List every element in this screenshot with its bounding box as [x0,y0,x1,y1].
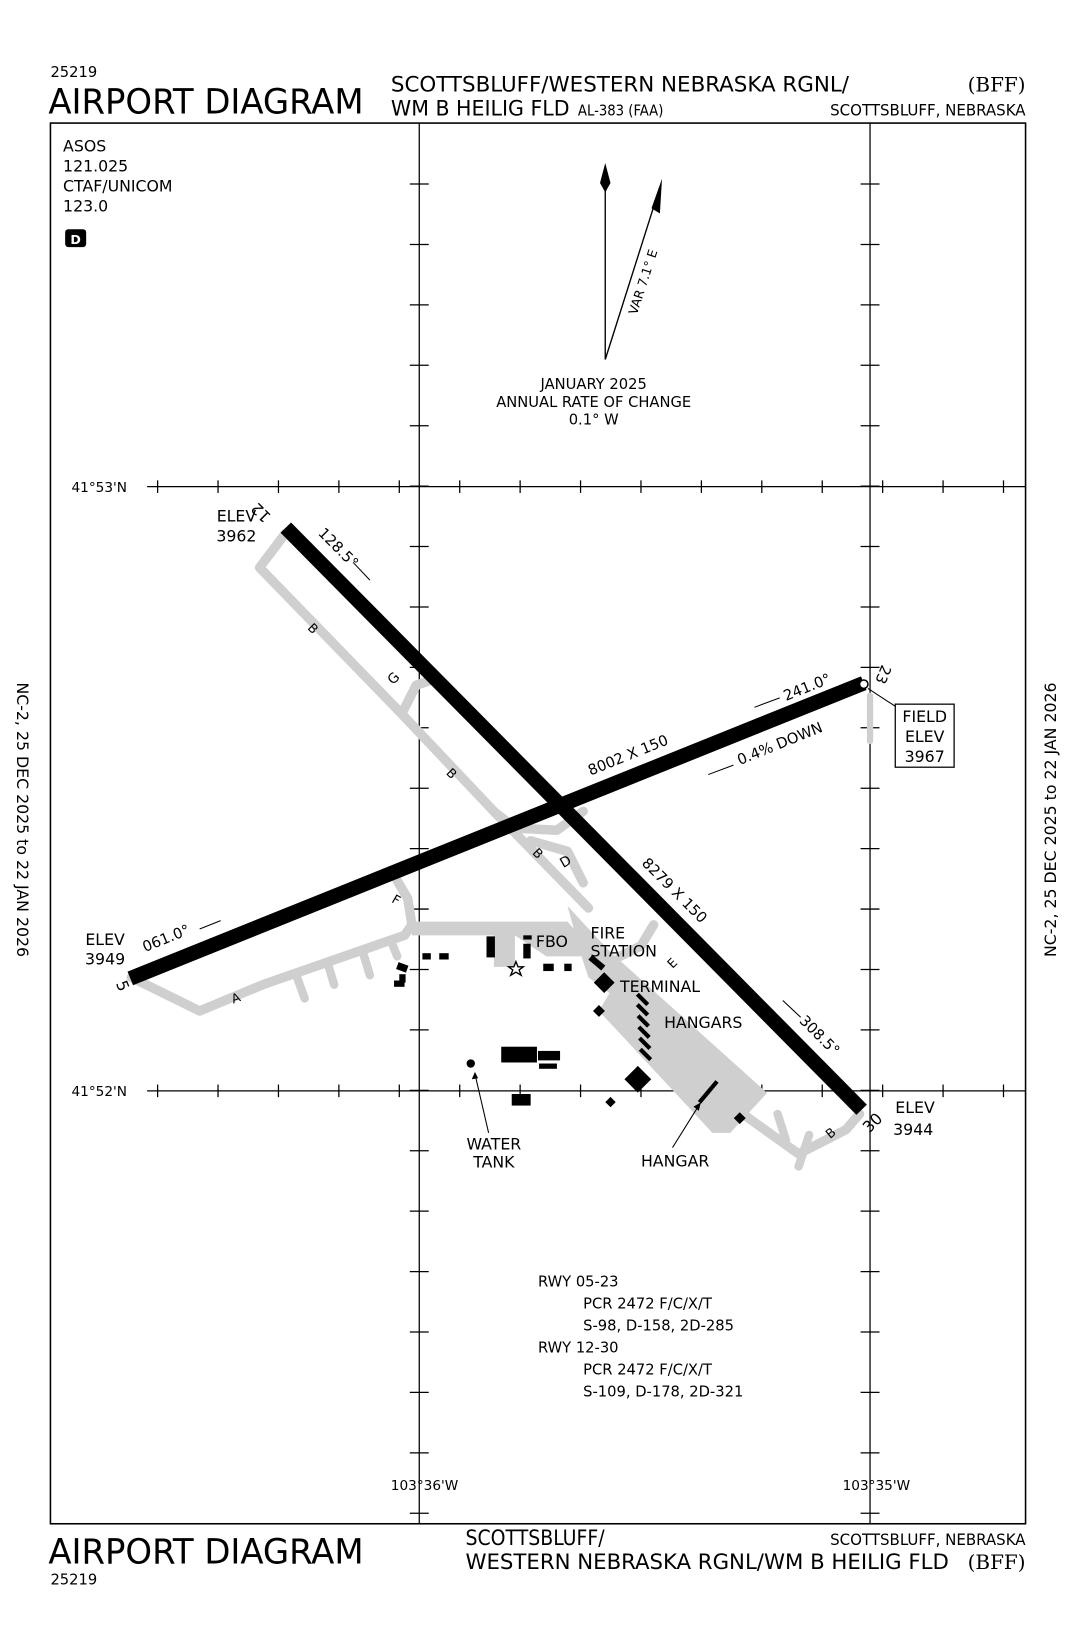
elev-30: 3944 [893,1120,933,1139]
footer-airport-line1: SCOTTSBLUFF/ [465,1525,605,1550]
water-tank-label-2: TANK [472,1153,515,1172]
fire-station-label-1: FIRE [591,923,626,942]
taxiway-label-e: E [664,955,680,971]
pavement-rwy1: RWY 05-23 [538,1273,619,1290]
elev-30-label: ELEV [895,1098,935,1117]
asos-frequency: 121.025 [63,156,128,175]
field-elev-leader [867,687,896,707]
field-elev-box [894,703,955,768]
annual-rate: 0.1° W [569,412,619,429]
fbo-apron [411,921,599,967]
slope-arrow-icon [708,764,734,776]
runway-23-threshold-icon [858,679,869,690]
field-elev-line2: ELEV [905,727,945,746]
ctaf-frequency: 123.0 [63,196,108,215]
magnetic-north-arrow-icon [604,178,662,360]
atis-badge-icon [65,229,87,248]
heading-23-arrow-icon [754,697,780,708]
footer-identifier: (BFF) [968,1550,1026,1574]
water-tank-label-1: WATER [466,1135,521,1154]
side-validity-left: NC-2, 25 DEC 2025 to 22 JAN 2026 [13,682,32,957]
atis-badge: D [70,232,80,247]
elev-12-label: ELEV [217,506,257,525]
north-arrow-icon [599,163,611,360]
longitude-west: 103°36'W [391,1478,459,1494]
pavement-rwy2: RWY 12-30 [538,1339,619,1356]
runway-end-23: 23 [871,662,894,686]
heading-12-arrow-icon [352,561,371,581]
latitude-north: 41°53'N [71,480,127,496]
water-tank-arrow-icon [471,1071,479,1080]
footer-airport-line2: WESTERN NEBRASKA RGNL/WM B HEILIG FLD [465,1549,948,1574]
longitude-east: 103°35'W [843,1478,911,1494]
water-tank-leader [474,1073,490,1133]
heading-30-arrow-icon [782,1000,802,1018]
chart-number: 25219 [50,64,97,81]
runway-end-5: 5 [112,978,133,994]
magnetic-variation: VAR 7.1° E [625,247,660,316]
airport-name-line2: WM B HEILIG FLD [391,96,570,121]
city-state: SCOTTSBLUFF, NEBRASKA [830,101,1026,120]
chart-frame [49,122,1027,1525]
footer-city-state: SCOTTSBLUFF, NEBRASKA [830,1530,1026,1549]
pavement-rwy1-strength: S-98, D-158, 2D-285 [583,1317,734,1334]
latitude-south: 41°52'N [71,1084,127,1100]
airport-name-line1: SCOTTSBLUFF/WESTERN NEBRASKA RGNL/ [391,72,850,97]
hangars-label: HANGARS [664,1013,742,1032]
terminal-label: TERMINAL [619,977,700,996]
airport-identifier: (BFF) [968,73,1026,97]
taxiway-label-f: F [389,891,403,908]
footer-chart-type: AIRPORT DIAGRAM [48,1533,363,1573]
main-apron [567,905,768,1133]
pavement-rwy2-strength: S-109, D-178, 2D-321 [583,1384,743,1401]
pavement-rwy1-pcr: PCR 2472 F/C/X/T [583,1295,713,1312]
hangar-arrow-icon [693,1102,701,1111]
elev-5-label: ELEV [85,930,125,949]
side-validity-right: NC-2, 25 DEC 2025 to 22 JAN 2026 [1041,682,1060,957]
fire-station-label-2: STATION [591,941,657,960]
elev-12: 3962 [216,526,256,545]
magnetic-date: JANUARY 2025 [540,376,647,393]
procedure-id: AL-383 (FAA) [578,103,663,120]
pavement-rwy2-pcr: PCR 2472 F/C/X/T [583,1362,713,1379]
water-tank-icon [466,1059,475,1068]
hangar-leader [672,1105,700,1148]
asos-label: ASOS [63,136,106,155]
elev-5: 3949 [85,950,125,969]
ctaf-label: CTAF/UNICOM [63,176,172,195]
field-elev-value: 3967 [905,747,945,766]
taxiways [126,528,874,1171]
chart-type-title: AIRPORT DIAGRAM [48,83,363,123]
runway-12-30 [280,522,867,1115]
runway-05-23 [127,676,867,986]
field-elev-line1: FIELD [902,707,947,726]
heading-5-arrow-icon [199,920,221,930]
airport-beacon-star-icon [506,959,526,977]
taxiway-label-g: G [385,669,404,688]
footer-chart-number: 25219 [50,1572,97,1589]
fbo-label: FBO [536,932,568,951]
annual-rate-label: ANNUAL RATE OF CHANGE [496,394,691,411]
hangar-label: HANGAR [641,1152,709,1171]
